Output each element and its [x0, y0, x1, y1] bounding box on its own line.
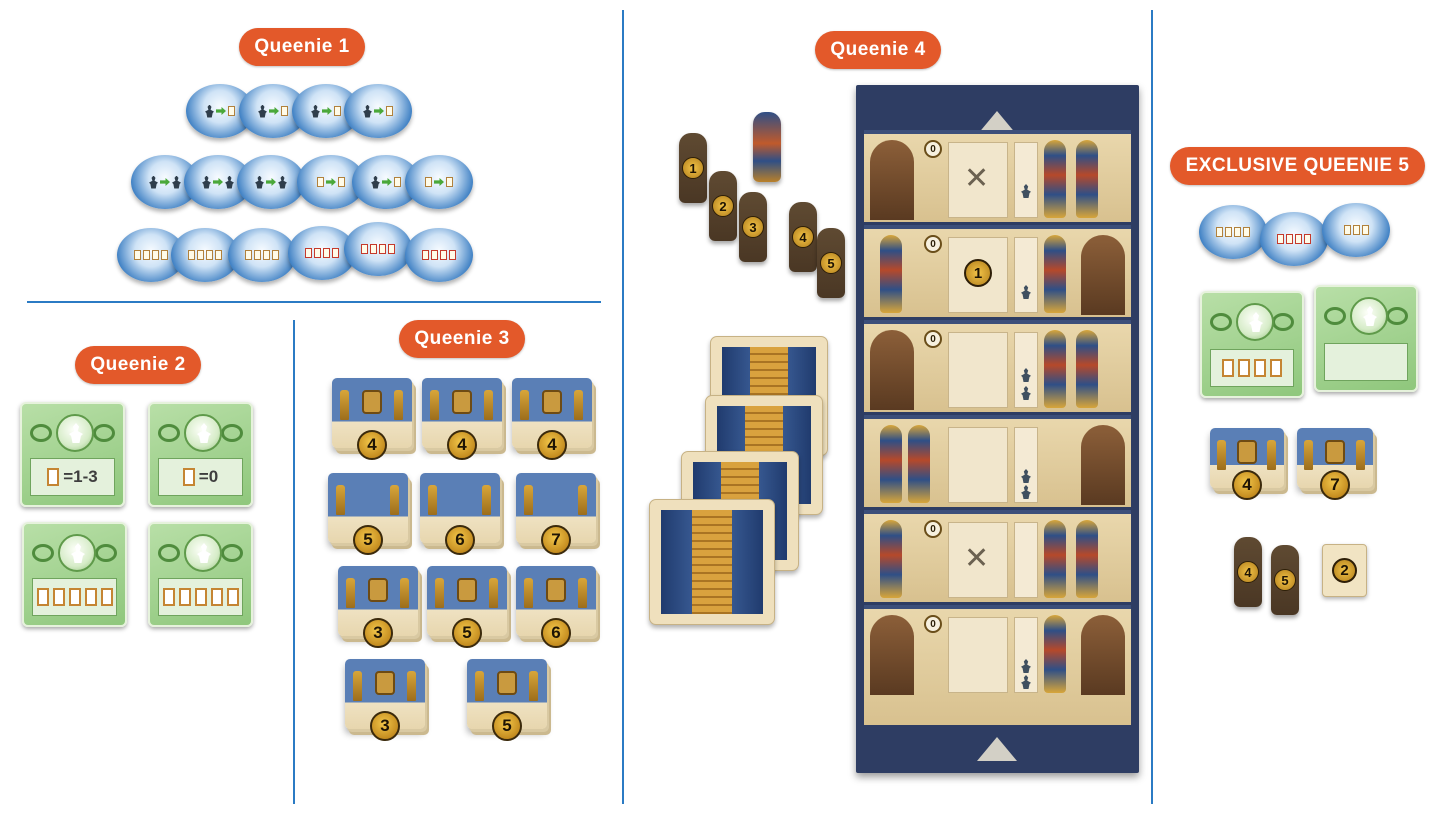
pyramid-tile: 5 — [328, 473, 408, 555]
tile-number: 4 — [357, 430, 387, 460]
tile-number: 2 — [1332, 558, 1357, 583]
card-row-token-icon — [1260, 212, 1328, 266]
tile-number: 5 — [452, 618, 482, 648]
cross-icon: ✕ — [964, 161, 990, 196]
coin-icon: 0 — [924, 615, 942, 633]
section-label-exclusive-queenie-5: EXCLUSIVE QUEENIE 5 — [1170, 147, 1425, 185]
divider-vertical-q2-q3 — [293, 320, 295, 804]
cross-icon: ✕ — [964, 541, 990, 576]
divider-vertical-2 — [1151, 10, 1153, 804]
sarcophagus-number: 5 — [1274, 569, 1296, 591]
tile-number: 7 — [1320, 470, 1350, 500]
card-row-token-icon — [405, 228, 473, 282]
tile-number: 4 — [537, 430, 567, 460]
coin-icon: 0 — [924, 520, 942, 538]
meeple-orb-icon — [1236, 303, 1274, 341]
pyramid-tile: 6 — [516, 566, 596, 648]
pyramid-tile: 4 — [422, 378, 502, 460]
tile-number: 6 — [445, 525, 475, 555]
sarcophagus-number: 5 — [820, 252, 842, 274]
meeple-token-icon — [405, 155, 473, 209]
tile-number: 3 — [370, 711, 400, 741]
tomb-board: 0 ✕ 0 1 0 0 ✕ 0 — [856, 85, 1139, 773]
pyramid-cap-icon — [977, 737, 1017, 761]
pyramid-tile: 5 — [427, 566, 507, 648]
section-label-queenie-4: Queenie 4 — [815, 31, 941, 69]
meeple-token-icon — [237, 155, 305, 209]
board-room: 0 — [864, 605, 1131, 725]
pyramid-tile: 7 — [1297, 428, 1373, 500]
meeple-token-icon — [344, 84, 412, 138]
tile-number: 4 — [447, 430, 477, 460]
pyramid-tile: 3 — [338, 566, 418, 648]
section-label-queenie-3: Queenie 3 — [399, 320, 525, 358]
tile-number: 6 — [541, 618, 571, 648]
pyramid-tile: 4 — [1210, 428, 1284, 500]
divider-horizontal — [27, 301, 601, 303]
meeple-orb-icon — [58, 534, 96, 572]
sarcophagus-number: 2 — [712, 195, 734, 217]
board-room: 0 1 — [864, 225, 1131, 317]
meeple-orb-icon — [56, 414, 94, 452]
meeple-token-icon — [352, 155, 420, 209]
green-card: =1-3 — [20, 402, 125, 507]
sarcophagus-token: 4 — [789, 202, 817, 272]
green-card: =0 — [148, 402, 253, 507]
pyramid-tile: 3 — [345, 659, 425, 741]
sarcophagus-number: 1 — [682, 157, 704, 179]
pyramid-tile: 7 — [516, 473, 596, 555]
sarcophagus-token: 1 — [679, 133, 707, 203]
card-row-token-icon — [228, 228, 296, 282]
tile-number: 5 — [492, 711, 522, 741]
board-room: 0 ✕ — [864, 130, 1131, 222]
coin-icon: 0 — [924, 140, 942, 158]
section-label-queenie-2: Queenie 2 — [75, 346, 201, 384]
section-label-queenie-1: Queenie 1 — [239, 28, 365, 66]
sarcophagus-number: 4 — [792, 226, 814, 248]
card-row-token-icon — [171, 228, 239, 282]
meeple-orb-icon — [184, 414, 222, 452]
tile-number: 3 — [363, 618, 393, 648]
stair-card — [649, 499, 775, 625]
sarcophagus-token: 5 — [817, 228, 845, 298]
royal-sarcophagus-token — [753, 112, 781, 182]
green-card — [148, 522, 253, 627]
scarab-coin-icon: 1 — [964, 259, 992, 287]
meeple-token-icon — [184, 155, 252, 209]
tile-number: 7 — [541, 525, 571, 555]
sarcophagus-token: 2 — [709, 171, 737, 241]
sarcophagus-token: 4 — [1234, 537, 1262, 607]
board-room: 0 ✕ — [864, 510, 1131, 602]
sarcophagus-token: 3 — [739, 192, 767, 262]
pyramid-tile: 4 — [332, 378, 412, 460]
sarcophagus-number: 4 — [1237, 561, 1259, 583]
green-card — [1314, 285, 1418, 392]
card-row-token-icon — [1322, 203, 1390, 257]
meeple-orb-icon — [184, 534, 222, 572]
card-row-token-icon — [344, 222, 412, 276]
sarcophagus-token: 5 — [1271, 545, 1299, 615]
pyramid-tile: 6 — [420, 473, 500, 555]
card-rule: =1-3 — [63, 467, 98, 486]
meeple-orb-icon — [1350, 297, 1388, 335]
tile-number: 4 — [1232, 470, 1262, 500]
green-card — [22, 522, 127, 627]
divider-vertical-1 — [622, 10, 624, 804]
board-room — [864, 415, 1131, 507]
card-row-token-icon — [1199, 205, 1267, 259]
sarcophagus-number: 3 — [742, 216, 764, 238]
pyramid-tile: 5 — [467, 659, 547, 741]
tile-number: 5 — [353, 525, 383, 555]
numbered-tile: 2 — [1322, 544, 1367, 597]
meeple-token-icon — [297, 155, 365, 209]
green-card — [1200, 291, 1304, 398]
coin-icon: 0 — [924, 330, 942, 348]
card-rule: =0 — [198, 467, 219, 486]
board-room: 0 — [864, 320, 1131, 412]
coin-icon: 0 — [924, 235, 942, 253]
pyramid-tile: 4 — [512, 378, 592, 460]
